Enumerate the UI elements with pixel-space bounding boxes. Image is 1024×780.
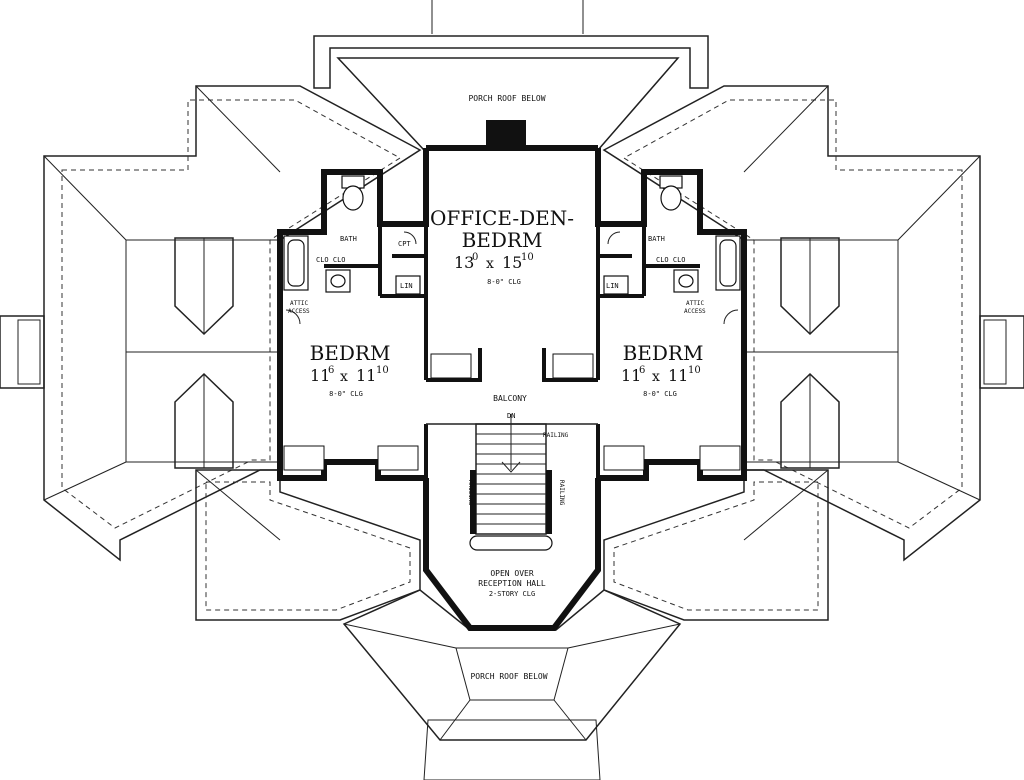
right-wing-roof [602, 85, 1024, 562]
office-dim-a: 13 [454, 253, 474, 272]
clo-left-label: CLO CLO [316, 256, 346, 264]
attic-left-label-2: ACCESS [288, 308, 310, 315]
lin-left-label: LIN [400, 282, 413, 290]
balcony-label: BALCONY [493, 394, 527, 403]
office-dim-x: x [486, 256, 494, 272]
bath-left-label: BATH [340, 235, 357, 243]
bedroom-right-dim-b-sup: 10 [688, 365, 701, 376]
bedroom-left-dimensions: 11 6 x 11 10 [310, 365, 389, 385]
railing-left-label: RAILING [467, 480, 474, 506]
office-title-1: OFFICE-DEN- [430, 206, 574, 230]
open-over-label-3: 2-STORY CLG [489, 590, 535, 598]
office-ceiling: 8-0" CLG [487, 278, 521, 286]
attic-left-label-1: ATTIC [290, 300, 308, 307]
bedroom-left-dim-a: 11 [310, 366, 330, 385]
bedroom-left-dim-b: 11 [356, 366, 376, 385]
bedroom-left-dim-x: x [340, 369, 348, 385]
bedroom-right-title: BEDRM [623, 341, 704, 365]
office-dim-b: 15 [502, 253, 522, 272]
bedroom-right-dim-a: 11 [621, 366, 641, 385]
bath-right-label: BATH [648, 235, 665, 243]
bedroom-left-dim-b-sup: 10 [376, 365, 389, 376]
bedroom-left-ceiling: 8-0" CLG [329, 390, 363, 398]
railing-right-label: RAILING [558, 480, 565, 506]
porch-roof-bottom-label: PORCH ROOF BELOW [470, 672, 547, 681]
clo-right-label: CLO CLO [656, 256, 686, 264]
down-label: DN [507, 412, 515, 420]
bath-fixtures [283, 175, 741, 295]
bedroom-right-dim-x: x [652, 369, 660, 385]
bedroom-right-dim-b: 11 [668, 366, 688, 385]
doors [285, 231, 739, 325]
bedroom-right-dim-a-sup: 6 [639, 365, 645, 376]
railing-top-label: RAILING [543, 432, 569, 439]
office-title-2: BEDRM [462, 228, 543, 252]
attic-right-label-2: ACCESS [684, 308, 706, 315]
porch-roof-top-label: PORCH ROOF BELOW [468, 94, 545, 103]
lin-right-label: LIN [606, 282, 619, 290]
cpt-label: CPT [398, 240, 411, 248]
bedroom-left-title: BEDRM [310, 341, 391, 365]
bedroom-right-ceiling: 8-0" CLG [643, 390, 677, 398]
open-over-label-2: RECEPTION HALL [478, 579, 546, 588]
windows [283, 353, 741, 471]
office-dim-b-sup: 10 [521, 252, 534, 263]
office-dim-a-sup: 0 [472, 252, 478, 263]
top-guides [431, 0, 584, 34]
attic-right-label-1: ATTIC [686, 300, 704, 307]
left-wing-roof [0, 85, 422, 562]
bedroom-right-dimensions: 11 6 x 11 10 [621, 365, 701, 385]
stairs [469, 414, 553, 551]
office-dimensions: 13 0 x 15 10 [454, 252, 534, 272]
bedroom-left-dim-a-sup: 6 [328, 365, 334, 376]
open-over-label-1: OPEN OVER [490, 569, 534, 578]
